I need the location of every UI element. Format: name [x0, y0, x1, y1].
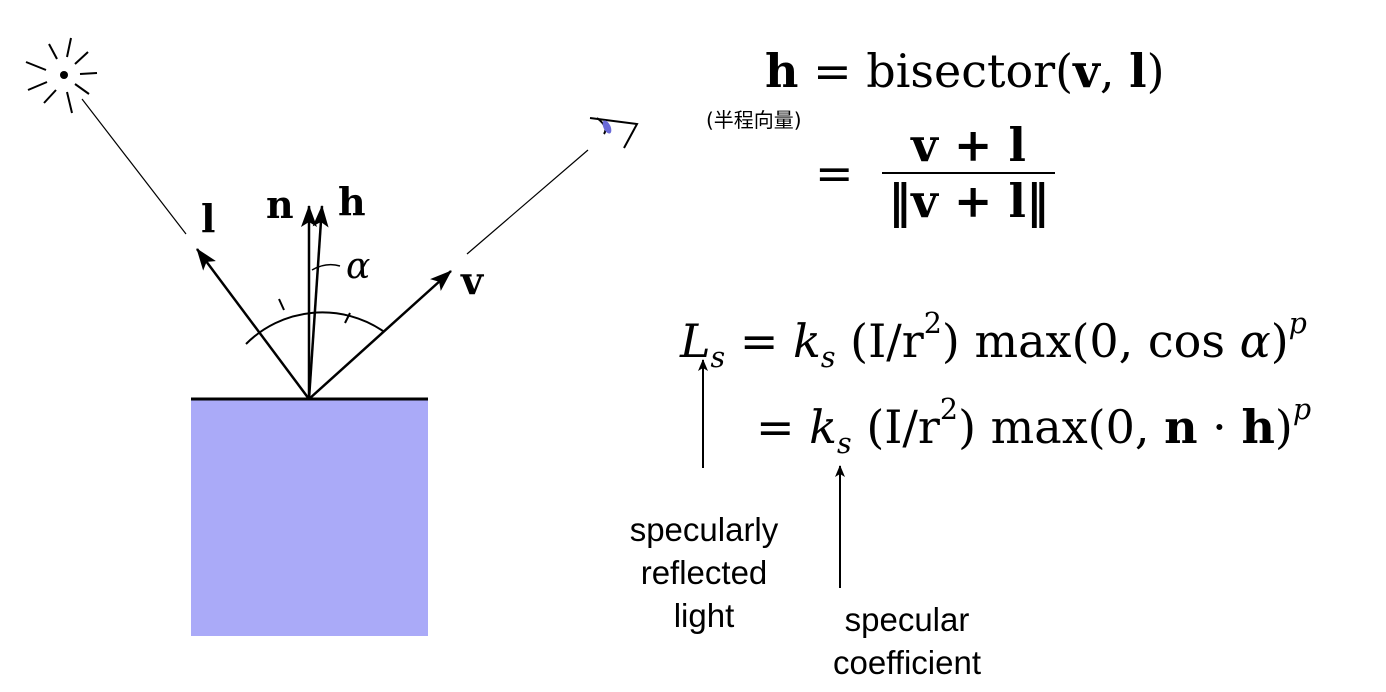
eq1-func: bisector( [866, 44, 1074, 98]
eq1-close: ) [1146, 44, 1165, 98]
eq1-arg-v: v [1073, 44, 1100, 98]
half-vector-note: (半程向量) [706, 108, 802, 132]
reflected-light-caption-line: specularly [629, 511, 779, 548]
eq4-k: k [809, 400, 838, 454]
eq3-alpha: α [1239, 314, 1271, 368]
eq3-max: max(0, cos [959, 314, 1240, 368]
light-source-icon [25, 37, 98, 114]
eq2-numerator: v + l [882, 122, 1055, 174]
eq4-paren-close: ) [958, 400, 977, 454]
eq4-n: n [1164, 400, 1198, 454]
reflected-light-caption-line: reflected [640, 553, 768, 591]
angle-arc [245, 311, 384, 345]
specular-luminance-equation: Ls = ks (I/r2) max(0, cos α)p [680, 309, 1307, 372]
eq3-k: k [792, 314, 821, 368]
alpha-leader [311, 263, 341, 271]
reflected-light-caption-line: light [673, 596, 735, 634]
eq4-h: h [1241, 400, 1275, 454]
half-vector-label: h [338, 179, 366, 224]
arc-tick-right [344, 312, 351, 324]
light-vector-arrow [195, 248, 311, 400]
alpha-label: α [346, 246, 371, 287]
view-vector-arrow [308, 270, 452, 400]
surface-block [191, 399, 428, 636]
specular-dot-equation: = ks (I/r2) max(0, n · h)p [756, 395, 1311, 458]
eq3-close: ) [1270, 314, 1289, 368]
eq1-lhs: h [765, 44, 799, 98]
eq4-dot: · [1197, 400, 1242, 454]
eq1-equals: = [813, 44, 852, 98]
eq3-k-sub: s [820, 340, 836, 374]
view-vector-label: v [461, 258, 484, 303]
specular-coefficient-caption: specular coefficient [797, 599, 1017, 685]
eq4-max: max(0, [976, 400, 1165, 454]
eq2-fraction: v + l ‖v + l‖ [882, 122, 1055, 224]
eq3-equals: = [739, 314, 779, 368]
light-ray-line [81, 98, 187, 235]
eq4-sq: 2 [939, 392, 959, 426]
normal-vector-label: n [266, 182, 294, 227]
arc-tick-left [278, 298, 285, 311]
eq3-paren: (I/r [850, 314, 924, 368]
eq4-equals: = [756, 400, 795, 454]
eq1-comma: , [1099, 44, 1130, 98]
eq1-arg-l: l [1129, 44, 1147, 98]
eq3-paren-close: ) [941, 314, 960, 368]
eq2-denominator: ‖v + l‖ [888, 174, 1049, 228]
view-ray-line [466, 149, 589, 255]
eq2-equals: = [815, 146, 854, 200]
reflected-light-caption: specularly reflected light [606, 509, 802, 638]
eq4-close: ) [1274, 400, 1293, 454]
eq3-sq: 2 [923, 306, 942, 340]
eq3-p: p [1288, 306, 1307, 340]
eye-icon [589, 117, 639, 149]
eq4-paren: (I/r [866, 400, 940, 454]
normalized-sum-equation: = v + l ‖v + l‖ [815, 122, 1055, 224]
specular-coefficient-caption-line: specular [844, 601, 970, 638]
eq4-k-sub: s [837, 426, 852, 460]
light-vector-label: l [201, 196, 216, 241]
specular-coefficient-caption-line: coefficient [833, 643, 981, 681]
eq3-L: L [680, 314, 711, 368]
half-vector-equation: h = bisector(v, l) [765, 48, 1165, 94]
eq3-L-sub: s [710, 340, 726, 374]
half-vector-arrow [307, 205, 329, 400]
eq4-p: p [1292, 392, 1312, 426]
